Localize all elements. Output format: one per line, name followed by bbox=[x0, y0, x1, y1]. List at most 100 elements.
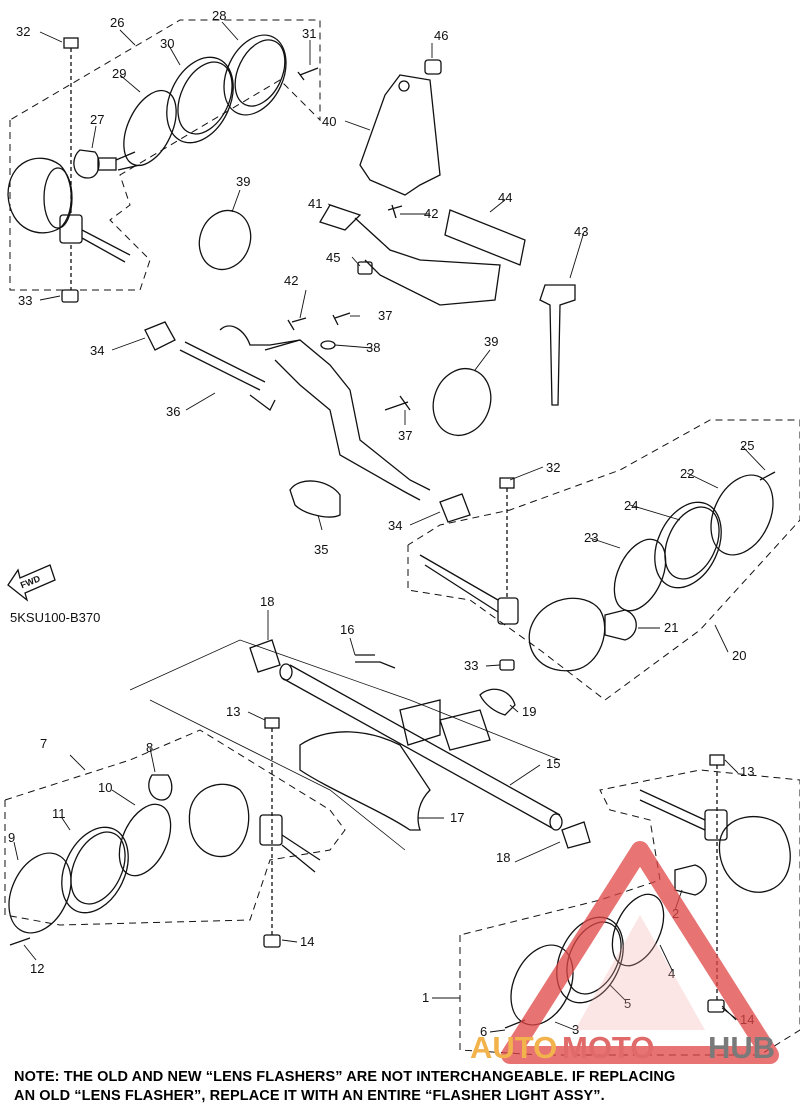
bulb-21 bbox=[604, 609, 637, 641]
svg-text:AUTO: AUTO bbox=[470, 1030, 557, 1065]
callout-37-a: 37 bbox=[378, 308, 392, 323]
cover-17 bbox=[299, 731, 431, 831]
bracket-41 bbox=[319, 204, 501, 306]
damper-34-top bbox=[144, 321, 176, 351]
callout-1: 1 bbox=[422, 990, 429, 1005]
callout-labels: 1 2 3 4 5 6 7 8 9 10 11 12 13 13 14 14 1… bbox=[8, 8, 754, 1039]
rim-5 bbox=[556, 916, 624, 1004]
damper-34-bottom bbox=[439, 493, 471, 523]
lens-22 bbox=[710, 474, 774, 556]
note-line-1: NOTE: THE OLD AND NEW “LENS FLASHERS” AR… bbox=[14, 1069, 676, 1085]
fwd-arrow-icon bbox=[7, 564, 56, 602]
callout-26: 26 bbox=[110, 15, 124, 30]
callout-18-a: 18 bbox=[260, 594, 274, 609]
assembly-box-26 bbox=[9, 19, 321, 291]
lens-9 bbox=[8, 852, 72, 934]
callout-43: 43 bbox=[574, 224, 588, 239]
callout-40: 40 bbox=[322, 114, 336, 129]
callout-21: 21 bbox=[664, 620, 678, 635]
callout-25: 25 bbox=[740, 438, 754, 453]
callout-13-b: 13 bbox=[740, 764, 754, 779]
bolt-16 bbox=[355, 654, 396, 669]
callout-44: 44 bbox=[498, 190, 512, 205]
callout-28: 28 bbox=[212, 8, 226, 23]
diagram-code: 5KSU100-B370 bbox=[10, 610, 100, 625]
callout-34-a: 34 bbox=[90, 343, 104, 358]
callout-24: 24 bbox=[624, 498, 638, 513]
rim-24 bbox=[654, 501, 722, 589]
callout-34-b: 34 bbox=[388, 518, 402, 533]
cap-39-top bbox=[198, 209, 252, 271]
callout-17: 17 bbox=[450, 810, 464, 825]
cable-tie-43 bbox=[539, 284, 576, 406]
lens-28 bbox=[223, 34, 287, 116]
cap-nut-46 bbox=[424, 59, 442, 75]
gasket-29 bbox=[123, 89, 177, 167]
callout-37-b: 37 bbox=[398, 428, 412, 443]
callout-18-b: 18 bbox=[496, 850, 510, 865]
callout-42-b: 42 bbox=[284, 273, 298, 288]
callout-45: 45 bbox=[326, 250, 340, 265]
damper-18-top bbox=[249, 639, 281, 673]
assembly-box-7 bbox=[4, 729, 346, 926]
callout-20: 20 bbox=[732, 648, 746, 663]
callout-11: 11 bbox=[52, 806, 66, 821]
callout-31: 31 bbox=[302, 26, 316, 41]
plate-44 bbox=[444, 209, 526, 266]
callout-3: 3 bbox=[572, 1022, 579, 1037]
cap-39-right bbox=[432, 367, 492, 437]
flasher-housing-lower-left bbox=[188, 783, 250, 858]
flasher-housing-lower-right bbox=[718, 815, 791, 893]
svg-text:HUB: HUB bbox=[708, 1030, 775, 1065]
callout-5: 5 bbox=[624, 996, 631, 1011]
callout-10: 10 bbox=[98, 780, 112, 795]
callout-27: 27 bbox=[90, 112, 104, 127]
callout-29: 29 bbox=[112, 66, 126, 81]
callout-38: 38 bbox=[366, 340, 380, 355]
callout-35: 35 bbox=[314, 542, 328, 557]
callout-39-a: 39 bbox=[236, 174, 250, 189]
clamp-35 bbox=[289, 480, 341, 518]
callout-14-a: 14 bbox=[300, 934, 314, 949]
callout-33-b: 33 bbox=[464, 658, 478, 673]
damper-18-bottom bbox=[561, 821, 591, 849]
bulb-8 bbox=[148, 774, 173, 801]
callout-42-a: 42 bbox=[424, 206, 438, 221]
callout-36: 36 bbox=[166, 404, 180, 419]
callout-22: 22 bbox=[680, 466, 694, 481]
callout-4: 4 bbox=[668, 966, 675, 981]
gasket-10 bbox=[118, 803, 172, 877]
note-line-2: AN OLD “LENS FLASHER”, REPLACE IT WITH A… bbox=[14, 1088, 605, 1104]
callout-41: 41 bbox=[308, 196, 322, 211]
flasher-housing-right bbox=[528, 597, 606, 672]
callout-16: 16 bbox=[340, 622, 354, 637]
callout-19: 19 bbox=[522, 704, 536, 719]
callout-12: 12 bbox=[30, 961, 44, 976]
watermark-text: AUTO MOTO HUB bbox=[470, 1030, 775, 1065]
watermark-logo bbox=[501, 841, 779, 1064]
gasket-23 bbox=[613, 538, 667, 612]
callout-32-b: 32 bbox=[546, 460, 560, 475]
rim-11 bbox=[61, 826, 129, 914]
gasket-4 bbox=[611, 893, 665, 967]
callout-32-a: 32 bbox=[16, 24, 30, 39]
assembly-box-20 bbox=[407, 419, 800, 701]
callout-7: 7 bbox=[40, 736, 47, 751]
stay-36 bbox=[179, 339, 431, 501]
callout-30: 30 bbox=[160, 36, 174, 51]
callout-23: 23 bbox=[584, 530, 598, 545]
callout-13-a: 13 bbox=[226, 704, 240, 719]
callout-46: 46 bbox=[434, 28, 448, 43]
callout-15: 15 bbox=[546, 756, 560, 771]
bulb-2 bbox=[674, 864, 707, 896]
callout-9: 9 bbox=[8, 830, 15, 845]
svg-text:MOTO: MOTO bbox=[562, 1030, 654, 1065]
bulb-27 bbox=[73, 149, 100, 179]
rim-30 bbox=[166, 56, 234, 144]
callout-6: 6 bbox=[480, 1024, 487, 1039]
cover-40 bbox=[359, 74, 441, 196]
note-text: NOTE: THE OLD AND NEW “LENS FLASHERS” AR… bbox=[14, 1068, 790, 1106]
callout-33-a: 33 bbox=[18, 293, 32, 308]
callout-39-b: 39 bbox=[484, 334, 498, 349]
